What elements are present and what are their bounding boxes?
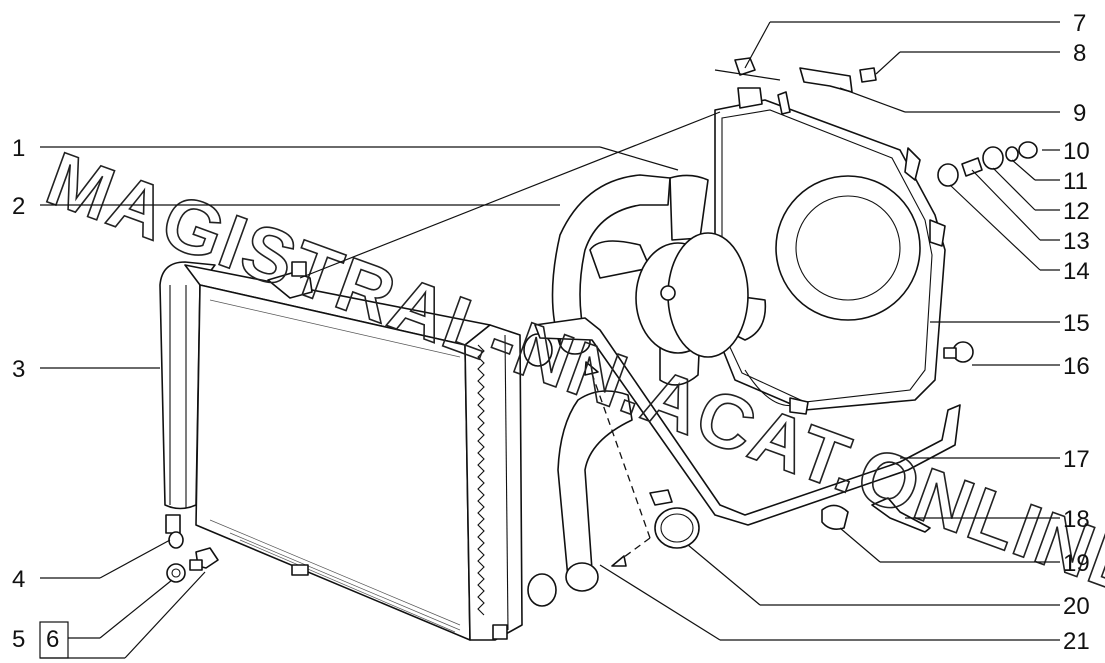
callout-11: 11	[1063, 168, 1088, 195]
callout-2: 2	[12, 193, 25, 220]
callout-15: 15	[1063, 310, 1090, 337]
callout-9: 9	[1073, 100, 1086, 127]
electric-fan	[589, 174, 809, 415]
radiator	[159, 261, 557, 641]
callout-20: 20	[1063, 593, 1090, 620]
callout-5: 5	[12, 626, 25, 653]
overflow-tube	[534, 317, 961, 526]
fasteners	[734, 57, 1038, 363]
fan-shroud	[714, 87, 946, 411]
callout-6: 6	[46, 626, 59, 653]
leader-lines	[39, 21, 1060, 659]
hose-clamp	[649, 489, 700, 549]
lower-hose	[557, 390, 633, 592]
callout-8: 8	[1073, 40, 1086, 67]
assembly-arrows	[584, 361, 651, 567]
callout-21: 21	[1063, 628, 1090, 655]
callout-16: 16	[1063, 353, 1090, 380]
radiator-core-fins	[209, 299, 461, 633]
callout-labels: 1 2 3 4 5 6 7 8 9 10 11 12 13 14 15 16 1…	[12, 10, 1090, 655]
callout-12: 12	[1063, 198, 1090, 225]
callout-18: 18	[1063, 506, 1090, 533]
clip	[821, 497, 931, 533]
callout-19: 19	[1063, 550, 1090, 577]
callout-3: 3	[12, 356, 25, 383]
callout-10: 10	[1063, 138, 1090, 165]
callout-7: 7	[1073, 10, 1086, 37]
callout-14: 14	[1063, 258, 1090, 285]
drain-plug	[166, 531, 219, 583]
callout-13: 13	[1063, 228, 1090, 255]
callout-4: 4	[12, 566, 25, 593]
callout-17: 17	[1063, 446, 1090, 473]
callout-1: 1	[12, 135, 25, 162]
